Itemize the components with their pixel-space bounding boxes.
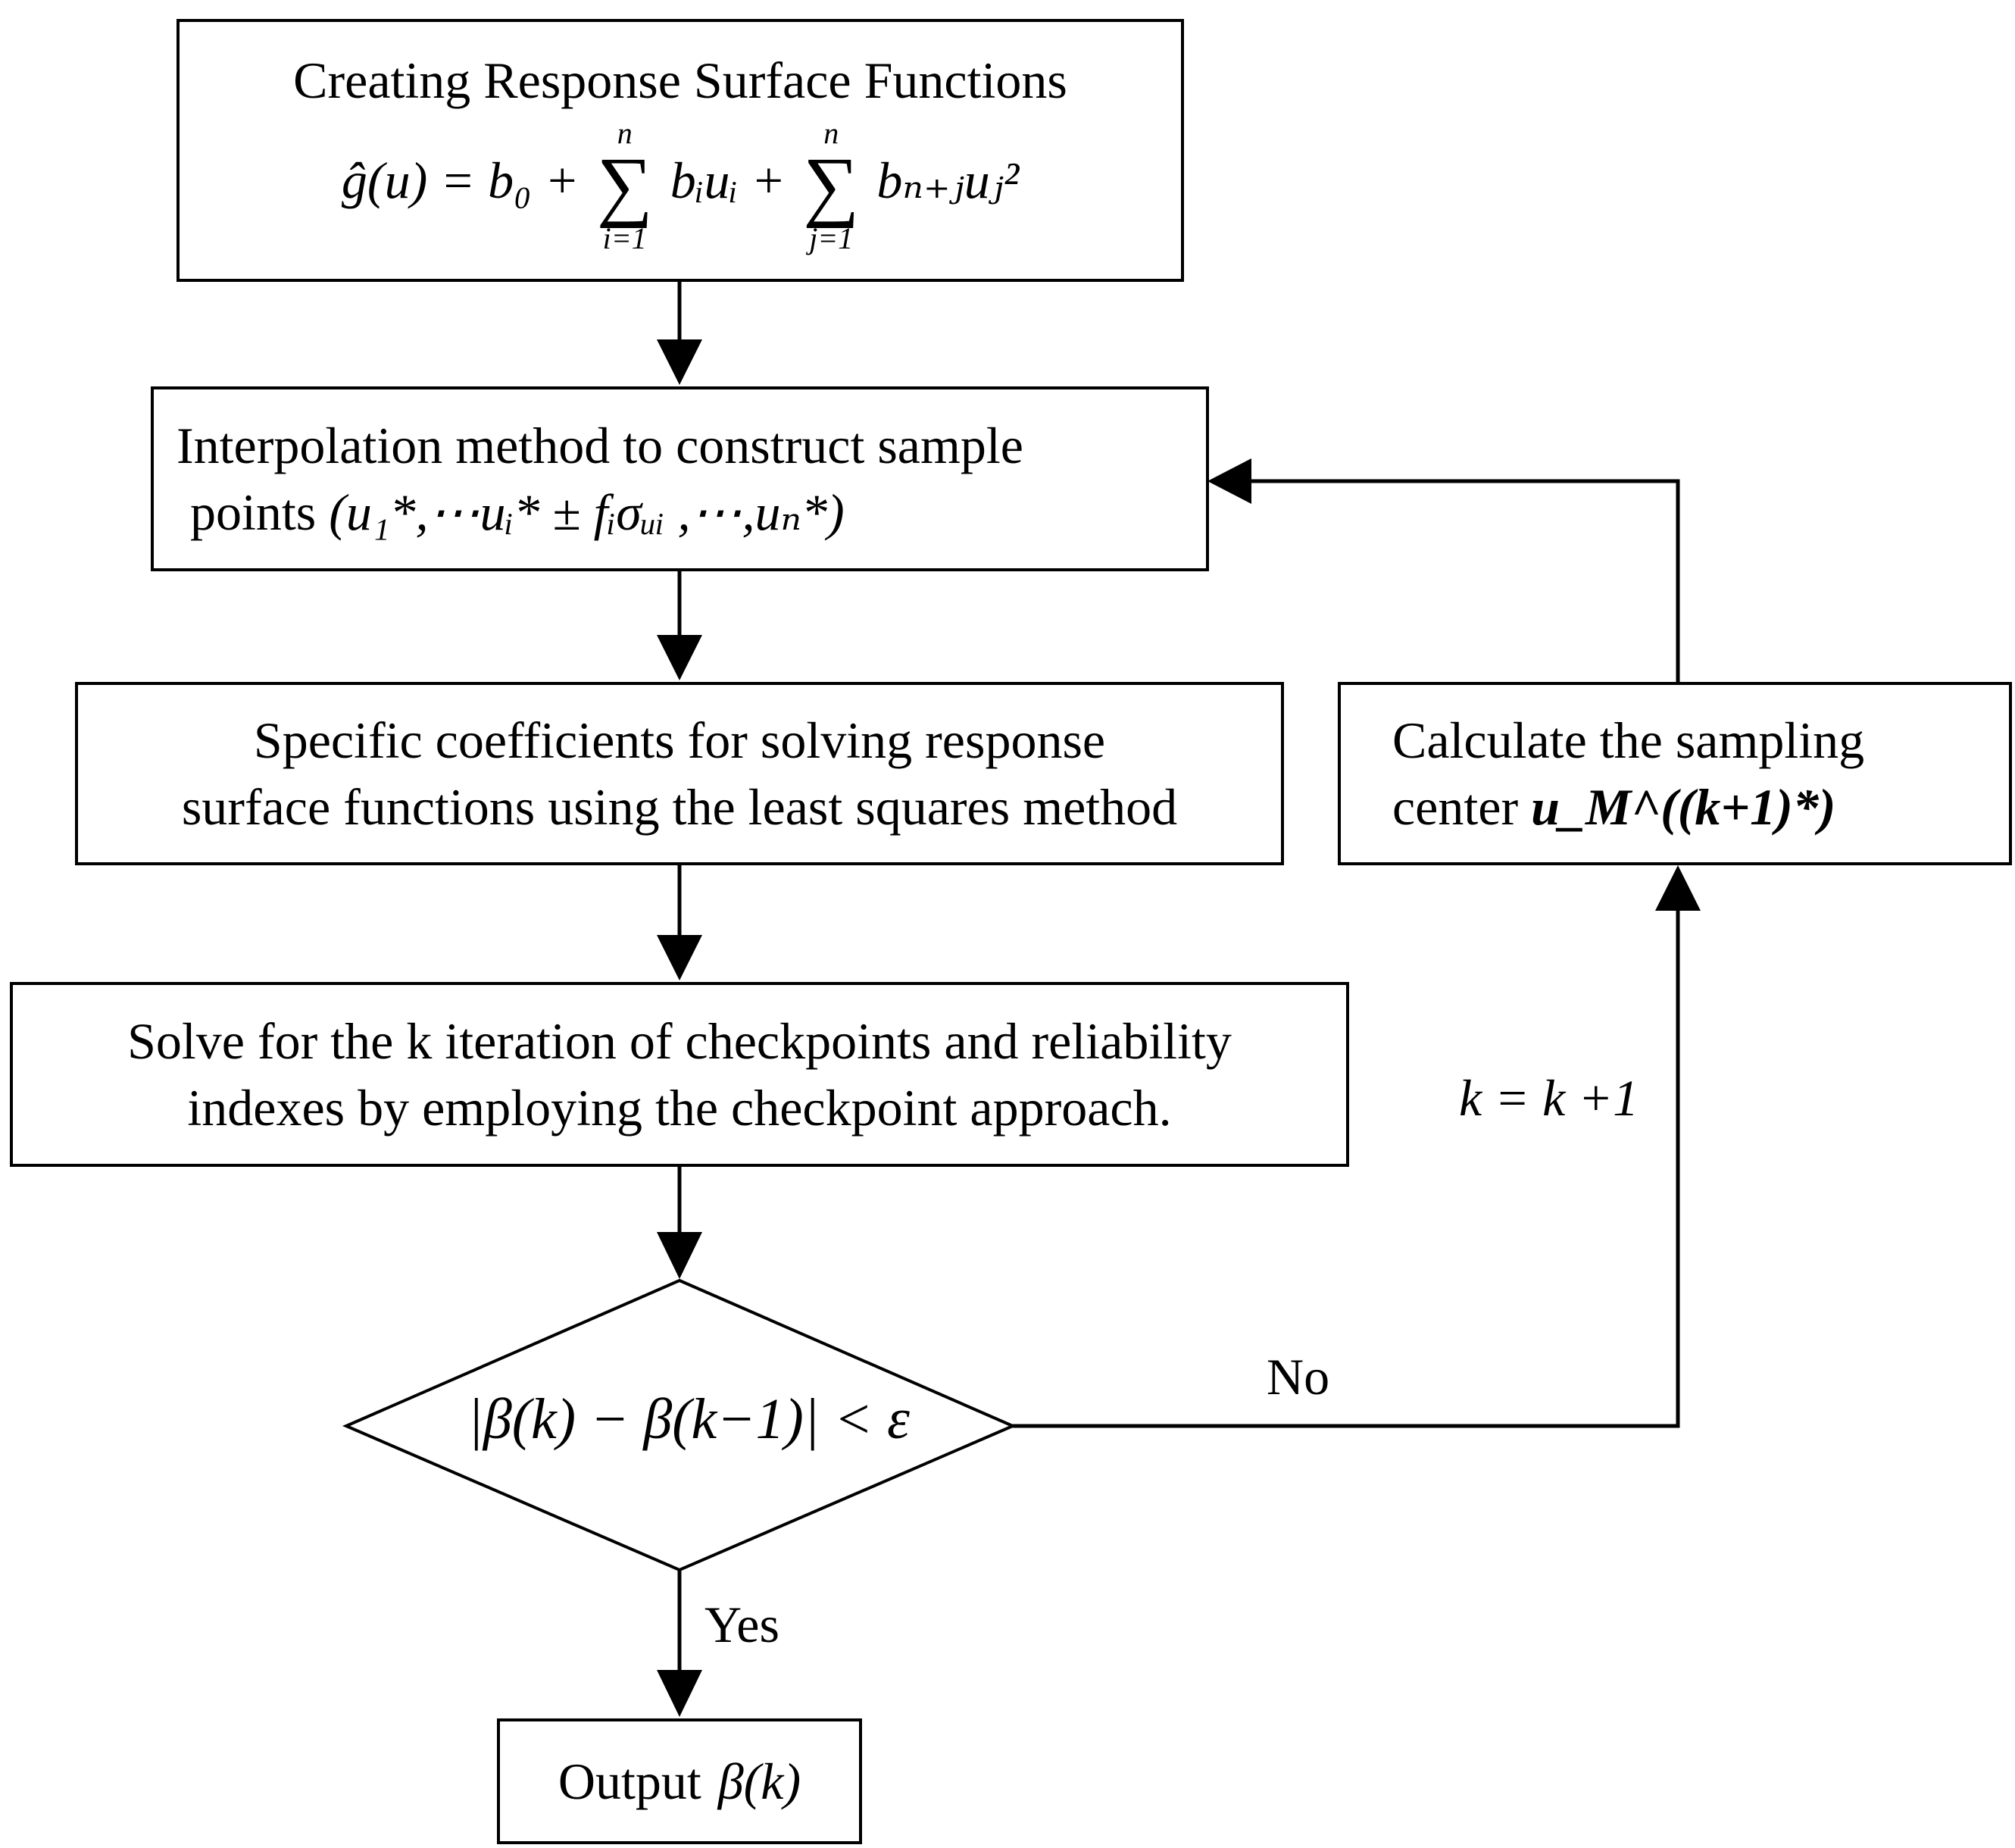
decision-diamond	[342, 1278, 1017, 1572]
rsf-formula-lhs: ĝ(u) = b₀ +	[341, 152, 580, 210]
create-rsf-title: Creating Response Surface Functions	[293, 51, 1067, 109]
solve-checkpoints-line1: Solve for the k iteration of checkpoints…	[127, 1012, 1232, 1070]
no-label: No	[1267, 1348, 1330, 1406]
sum-j-upper: n	[823, 116, 839, 151]
arrow-sampling-center-to-interpolation	[1207, 458, 1680, 682]
sigma-symbol: ∑	[596, 142, 653, 230]
sum-i-term: bᵢuᵢ +	[670, 152, 786, 210]
increment-label: k = k +1	[1459, 1069, 1639, 1127]
decision-condition: |β(k) − β(k−1)| < ε	[467, 1387, 910, 1452]
sum-j: n ∑ j=1	[803, 118, 859, 254]
sum-i-upper: n	[617, 116, 633, 151]
arrow-interpolation-to-leastsquares	[657, 570, 702, 680]
create-rsf-box: Creating Response Surface Functions ĝ(u)…	[177, 19, 1184, 282]
interpolation-points-label: points	[190, 483, 317, 541]
interpolation-line1: Interpolation method to construct sample	[177, 416, 1023, 474]
sigma-symbol: ∑	[803, 142, 860, 230]
sum-j-term: bₙ₊ⱼuⱼ²	[876, 152, 1020, 210]
solve-checkpoints-box: Solve for the k iteration of checkpoints…	[10, 982, 1349, 1167]
yes-label: Yes	[704, 1596, 779, 1653]
arrow-create-to-interpolation	[657, 280, 702, 385]
least-squares-line1: Specific coefficients for solving respon…	[253, 711, 1106, 769]
sampling-center-line2: center u_M^((k+1)*)	[1392, 774, 1835, 840]
output-formula: β(k)	[717, 1752, 801, 1810]
sampling-center-line1: Calculate the sampling	[1392, 711, 1865, 769]
interpolation-box: Interpolation method to construct sample…	[151, 386, 1209, 571]
sum-i-lower: i=1	[602, 221, 647, 256]
least-squares-line2: surface functions using the least square…	[181, 778, 1178, 836]
interpolation-line2: points (u₁*,⋯uᵢ* ± fᵢσᵤᵢ ,⋯,uₙ*)	[177, 479, 845, 546]
arrow-decision-to-output	[657, 1570, 702, 1717]
arrow-solve-to-decision	[657, 1165, 702, 1279]
sampling-center-formula: u_M^((k+1)*)	[1531, 778, 1836, 836]
sum-j-lower: j=1	[809, 221, 854, 256]
arrow-no-to-sampling-center	[1013, 865, 1701, 1428]
sampling-center-box: Calculate the sampling center u_M^((k+1)…	[1338, 682, 2012, 865]
interpolation-points-formula: (u₁*,⋯uᵢ* ± fᵢσᵤᵢ ,⋯,uₙ*)	[329, 483, 845, 541]
solve-checkpoints-line2: indexes by employing the checkpoint appr…	[187, 1079, 1172, 1137]
sampling-center-label: center	[1392, 778, 1519, 836]
output-box: Output β(k)	[497, 1718, 862, 1844]
output-label: Output	[558, 1752, 701, 1810]
rsf-formula: ĝ(u) = b₀ + n ∑ i=1 bᵢuᵢ + n ∑ j=1 bₙ₊ⱼu…	[342, 118, 1019, 254]
least-squares-box: Specific coefficients for solving respon…	[75, 682, 1284, 865]
arrow-leastsquares-to-solve	[657, 864, 702, 980]
decision-condition-text: |β(k) − β(k−1)| < ε	[467, 1387, 910, 1451]
sum-i: n ∑ i=1	[597, 118, 653, 254]
